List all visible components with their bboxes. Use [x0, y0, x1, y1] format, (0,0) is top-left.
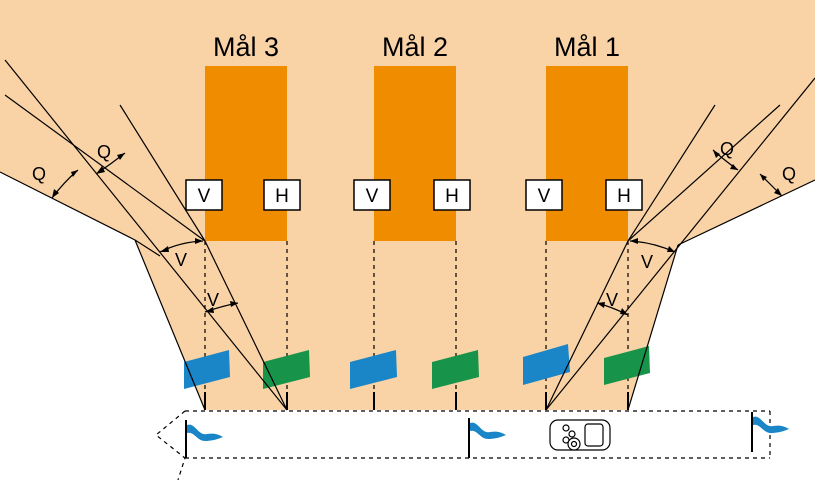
- lane-flag-green-3: [263, 350, 310, 389]
- target-1-panel: [546, 66, 628, 241]
- arrowhead: [230, 301, 238, 307]
- target-2-h-box: [433, 179, 471, 211]
- flag-wave: [187, 424, 223, 441]
- angle-label-v: V: [641, 252, 653, 272]
- arrowhead: [630, 238, 638, 244]
- arrowhead: [620, 308, 628, 315]
- lane-flag-green-2: [432, 350, 479, 389]
- car-seat: [562, 424, 570, 432]
- arrowhead: [117, 153, 125, 160]
- arrowhead: [195, 238, 203, 244]
- target-1-h-label: H: [617, 186, 631, 207]
- arrowhead: [760, 174, 767, 181]
- track-turn-left: [155, 410, 186, 481]
- angle-label-q: Q: [720, 139, 734, 159]
- angle-label-q: Q: [782, 164, 796, 184]
- safety-line: [627, 104, 716, 242]
- safety-line: [134, 239, 161, 257]
- arrowhead: [96, 166, 105, 174]
- angle-label-v: V: [606, 290, 618, 310]
- car-seat: [568, 430, 576, 438]
- right-safety-lines: [545, 77, 815, 411]
- arrowhead: [160, 246, 169, 252]
- boundary-line: [627, 244, 679, 411]
- angle-label-v: V: [175, 250, 187, 270]
- lane-flag-blue-3: [184, 350, 230, 389]
- start-flag-icon: [185, 420, 223, 458]
- middle-flag-icon: [468, 418, 506, 458]
- angle-label-v: V: [207, 290, 219, 310]
- target-2-panel: [374, 66, 456, 241]
- lane-flag-blue-2: [350, 350, 397, 389]
- car-windshield: [584, 423, 604, 447]
- end-flag-icon: [751, 412, 789, 452]
- target-3-h-box: [263, 179, 301, 211]
- flag-wave: [753, 416, 789, 433]
- target-1-title: Mål 1: [554, 32, 620, 62]
- vehicle-track: [155, 410, 771, 481]
- arrowhead: [730, 164, 738, 170]
- boundary-line: [134, 239, 206, 411]
- arrowhead: [597, 302, 605, 308]
- target-3-v-label: V: [198, 186, 211, 207]
- target-3: Mål 3 V H: [185, 32, 301, 241]
- lane-flag-blue-1: [523, 344, 570, 385]
- car-top-view-icon: [549, 419, 611, 451]
- angle-arrowheads: [52, 150, 782, 315]
- safety-line: [627, 104, 781, 242]
- angle-label-q: Q: [32, 164, 46, 184]
- target-3-panel: [205, 66, 287, 241]
- target-2-title: Mål 2: [382, 32, 448, 62]
- flag-wave: [470, 422, 506, 439]
- arrowhead: [713, 150, 720, 158]
- firing-posts: [204, 392, 629, 410]
- target-2-v-label: V: [366, 186, 379, 207]
- safety-line: [119, 104, 206, 242]
- safety-line: [4, 59, 288, 411]
- car-wheel-hub: [570, 440, 578, 448]
- arrowhead: [52, 189, 59, 198]
- target-1-v-box: [525, 179, 563, 211]
- arrowhead: [774, 188, 782, 196]
- target-2-h-label: H: [445, 186, 459, 207]
- safety-line: [545, 77, 815, 411]
- target-2-v-box: [353, 179, 391, 211]
- angle-label-q: Q: [97, 142, 111, 162]
- boundary-line: [677, 179, 815, 246]
- target-3-v-box: [185, 179, 223, 211]
- safety-line: [545, 240, 629, 411]
- target-3-title: Mål 3: [213, 32, 279, 62]
- target-1: Mål 1 V H: [525, 32, 643, 241]
- target-1-v-label: V: [538, 186, 551, 207]
- arrowhead: [71, 170, 78, 177]
- dashed-target-lines: [204, 241, 629, 392]
- target-1-h-box: [605, 179, 643, 211]
- arrowhead: [205, 307, 214, 313]
- lane-flags: [184, 344, 650, 389]
- target-3-h-label: H: [275, 186, 289, 207]
- boundary-line: [0, 171, 136, 241]
- safety-line: [204, 240, 288, 411]
- target-2: Mål 2 V H: [353, 32, 471, 241]
- arrowhead: [667, 246, 675, 252]
